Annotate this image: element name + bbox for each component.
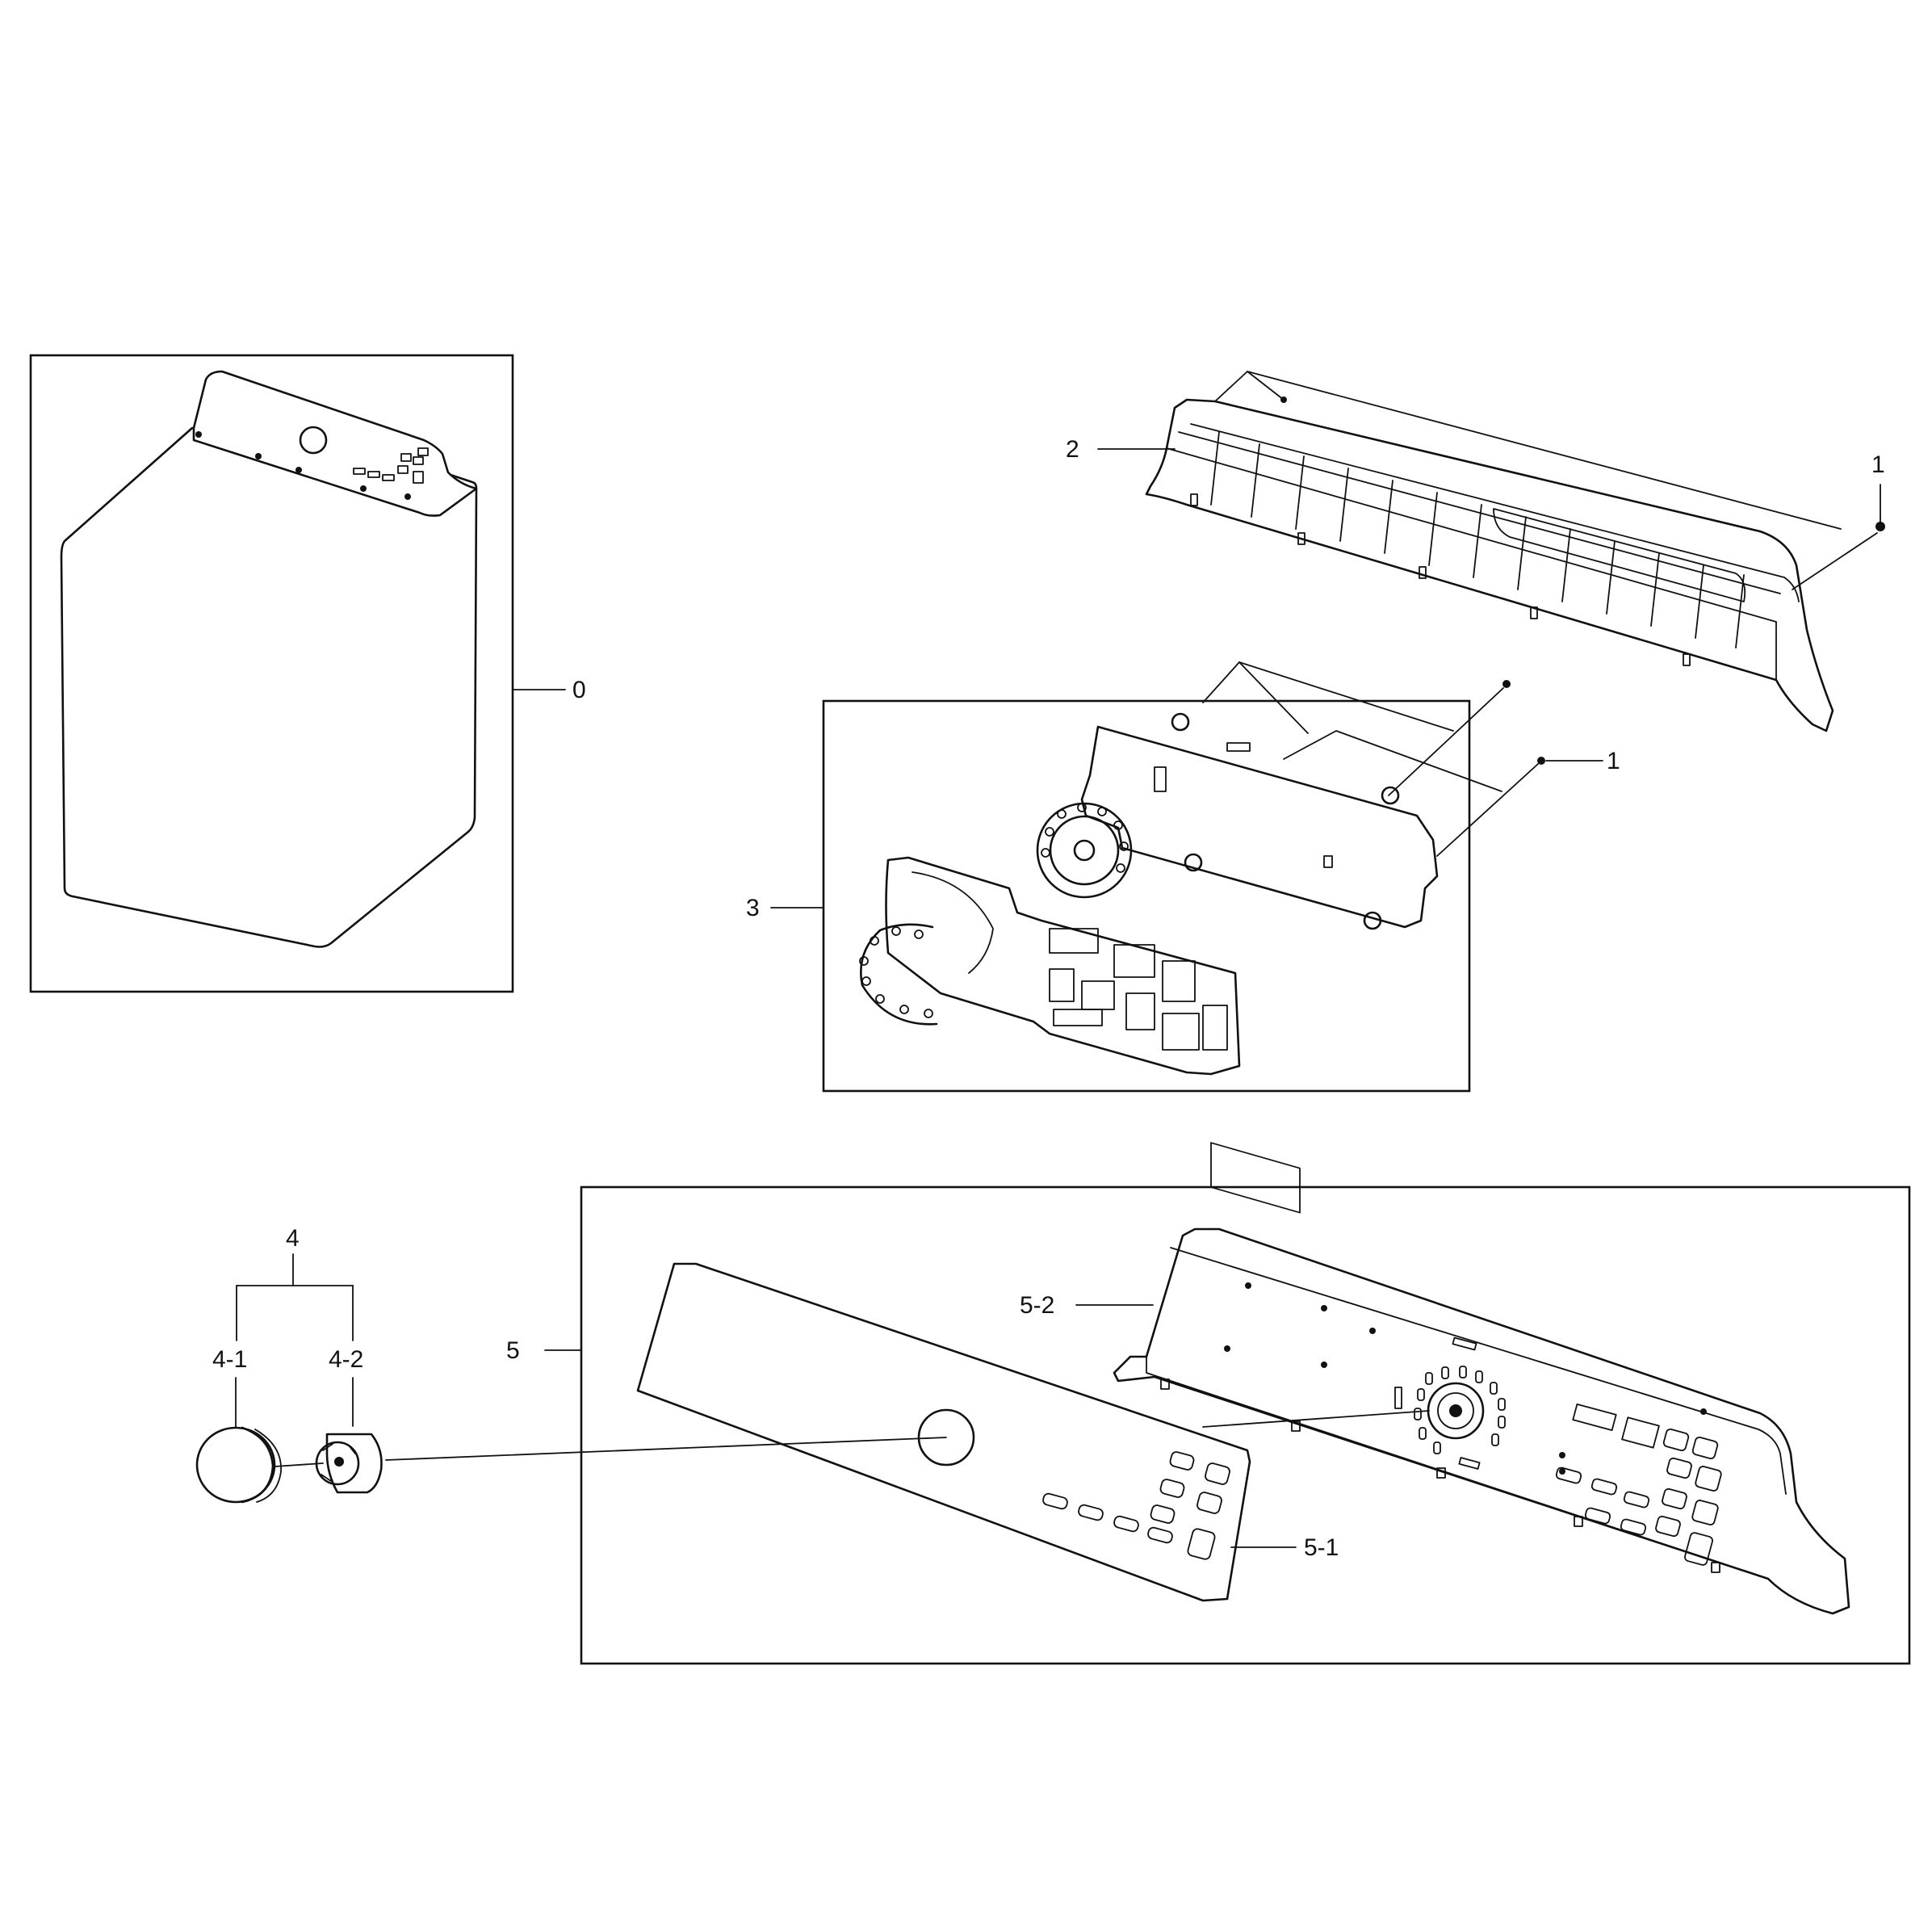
part-5-1-overlay: 5-1 (636, 1262, 1339, 1602)
encoder-ring (1036, 802, 1133, 899)
callout-2: 2 (1066, 436, 1079, 463)
assembly-5-panel: 5 5-1 (506, 1185, 1911, 1665)
frame-tabs (1190, 493, 1691, 666)
assembly-3-pcb: 1 3 (746, 661, 1620, 1214)
callout-0: 0 (572, 677, 586, 703)
callout-4-1: 4-1 (212, 1346, 247, 1373)
assembly-5-frame (580, 1185, 1911, 1665)
overlay-buttons (1042, 1451, 1230, 1560)
housing-dial (1414, 1366, 1506, 1454)
assembly-0-frame (29, 354, 514, 993)
overlay-dial-hole (917, 1408, 975, 1467)
frame-outline (1145, 398, 1834, 732)
part-1-screw-top: 1 (1792, 451, 1885, 590)
pcb-display-window (1210, 1142, 1301, 1214)
assembly-0-washer: 0 (29, 354, 586, 993)
c-ring (860, 923, 938, 1026)
washer-button (400, 453, 412, 462)
pcb-lower-board (885, 856, 1241, 1076)
pcb-components (1049, 928, 1228, 1051)
washer-button (413, 456, 424, 465)
washer-button (417, 447, 429, 456)
callout-1-mid: 1 (1607, 748, 1620, 774)
callout-5: 5 (506, 1337, 520, 1364)
washer-button (353, 468, 366, 475)
callout-1-top: 1 (1871, 451, 1885, 478)
washer-dial (299, 426, 328, 455)
washer-button (413, 471, 424, 484)
assembly-3-frame (822, 699, 1471, 1093)
frame-ribs (1210, 431, 1745, 648)
callout-4: 4 (286, 1225, 300, 1252)
washer-button (397, 465, 409, 474)
housing-outline (1113, 1227, 1850, 1615)
callout-5-1: 5-1 (1304, 1534, 1339, 1561)
part-2-control-frame: 2 (1066, 371, 1842, 732)
overlay-outline (636, 1262, 1251, 1602)
screw-icon (1875, 522, 1885, 531)
callout-5-2: 5-2 (1020, 1292, 1054, 1319)
housing-buttons (1555, 1403, 1722, 1566)
washer-button (382, 474, 395, 481)
callout-4-2: 4-2 (329, 1346, 363, 1373)
screw-icon (1502, 680, 1511, 688)
pcb-board (1080, 725, 1439, 929)
washer-button (367, 471, 380, 478)
knob-shaft (315, 1433, 383, 1494)
assembly-4-knob: 4 4-1 4-2 (195, 1225, 947, 1504)
frame-window (1493, 508, 1746, 602)
part-5-2-housing: 5-2 (1020, 1227, 1850, 1615)
callout-3: 3 (746, 895, 760, 921)
washer-control-panel (192, 370, 478, 517)
knob-cap (195, 1426, 282, 1504)
screw-icon (1537, 757, 1545, 765)
